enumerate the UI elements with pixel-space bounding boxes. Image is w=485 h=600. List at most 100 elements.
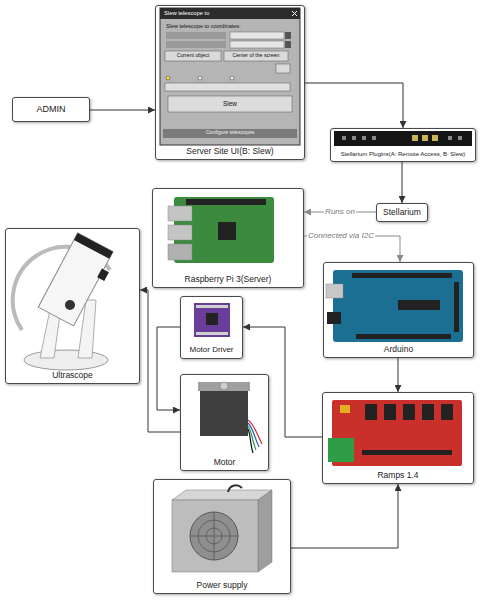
driver-socket: [384, 404, 396, 420]
driver-socket: [403, 404, 415, 420]
mcu-chip: [398, 300, 440, 310]
connector-arrow: [402, 162, 403, 203]
configure-bar: [163, 129, 297, 138]
dropdown: [165, 83, 290, 91]
axis-knob: [65, 300, 75, 310]
hardware-box: Motor: [180, 374, 269, 471]
dialog-titlebar: [160, 8, 300, 19]
node-caption: Raspberry Pi 3(Server): [185, 275, 272, 284]
radio-button: [166, 76, 170, 80]
power-supply-illustration: [172, 485, 272, 572]
toolbar-icon: [422, 135, 428, 141]
dialog-window: [160, 8, 300, 145]
field-label-bar: [166, 32, 226, 39]
spinner: [285, 41, 291, 48]
hardware-box: Arduino: [323, 262, 474, 358]
hardware-box: Ultrascope: [5, 228, 140, 384]
tube-aperture: [74, 233, 113, 259]
driver-socket: [441, 404, 453, 420]
connector-arrow: [140, 290, 180, 432]
edge-label: Connected via I2C: [307, 232, 375, 241]
hardware-box: Raspberry Pi 3(Server): [152, 188, 304, 288]
hardware-box: Ramps 1.4: [322, 392, 474, 484]
input-field: [230, 32, 284, 39]
pin-row: [196, 305, 228, 308]
telescope-illustration: [13, 233, 119, 370]
pin-row: [196, 332, 228, 335]
ui-button: [276, 64, 290, 73]
spinner: [285, 32, 291, 39]
ui-text: Slew telescope to: [164, 10, 284, 16]
toolbar-icon: [458, 136, 462, 140]
toolbar-icon: [362, 136, 366, 140]
pin-header: [454, 282, 459, 332]
ethernet-port: [168, 244, 192, 260]
psu-front: [172, 500, 258, 572]
node-caption: Stellarium: [383, 208, 421, 217]
close-icon: [292, 11, 297, 16]
ui-text: Center of the screen: [224, 53, 288, 59]
edge-label: Runs on: [324, 208, 356, 217]
ui-text: Slew: [168, 100, 292, 107]
actor-box: ADMIN: [12, 97, 90, 122]
usb-port: [168, 206, 192, 221]
psu-cable: [228, 485, 242, 492]
pcb-board: [333, 270, 463, 342]
radio-button: [230, 76, 234, 80]
fuse: [340, 405, 350, 413]
field-label-bar: [166, 41, 226, 48]
node-caption: Arduino: [384, 345, 413, 354]
usb-port: [326, 284, 343, 298]
hardware-box: Motor Driver: [180, 296, 243, 359]
ui-text: Current object: [165, 53, 221, 59]
driver-socket: [365, 404, 377, 420]
motor-driver-illustration: [194, 303, 230, 337]
stepper-motor-illustration: [198, 382, 262, 453]
plugin-box: Stellarium Plugins(A: Remote Access, B: …: [330, 128, 476, 162]
pin-header: [352, 273, 452, 278]
ui-text: Slew telescope to coordinates:: [166, 23, 296, 29]
toolbar-illustration: [334, 131, 472, 146]
node-caption: Ramps 1.4: [377, 471, 418, 480]
node-caption: Motor: [214, 458, 236, 467]
connector-arrow: [243, 327, 322, 437]
driver-board: [194, 303, 230, 337]
toolbar-icon: [342, 136, 346, 140]
input-field: [230, 41, 284, 48]
toolbar-icon: [432, 135, 438, 141]
node-caption: Stellarium Plugins(A: Remote Access, B: …: [341, 151, 466, 158]
toolbar-strip: [334, 131, 472, 146]
motor-shaft: [220, 382, 228, 390]
toolbar-icon: [412, 135, 418, 141]
ui-text: Configure telescopes: [163, 130, 297, 136]
focuser: [97, 268, 109, 281]
raspberry-pi-illustration: [168, 197, 274, 263]
ui-button: [165, 51, 221, 61]
node-caption: ADMIN: [37, 105, 66, 115]
psu-top: [172, 490, 272, 500]
hardware-box: Power supply: [153, 479, 291, 594]
radio-button: [198, 76, 202, 80]
driver-socket: [422, 404, 434, 420]
node-caption: Motor Driver: [189, 346, 233, 355]
pin-header: [362, 450, 452, 455]
driver-chip: [206, 313, 218, 325]
motor-body: [200, 388, 248, 436]
gpio-header: [186, 199, 266, 205]
terminal-block: [328, 438, 354, 462]
toolbar-icon: [352, 136, 356, 140]
node-caption: Ultrascope: [52, 371, 93, 380]
slew-button: [168, 96, 292, 112]
node-caption: Power supply: [196, 581, 247, 590]
psu-side: [258, 490, 272, 572]
psu-fan: [190, 512, 238, 560]
connector-arrow: [305, 83, 403, 128]
screenshot-illustration: [160, 8, 300, 145]
soc-chip: [218, 222, 236, 240]
ui-button: [224, 51, 288, 61]
connector-arrow: [90, 110, 155, 111]
toolbar-icon: [448, 136, 452, 140]
close-icon: [292, 11, 297, 16]
